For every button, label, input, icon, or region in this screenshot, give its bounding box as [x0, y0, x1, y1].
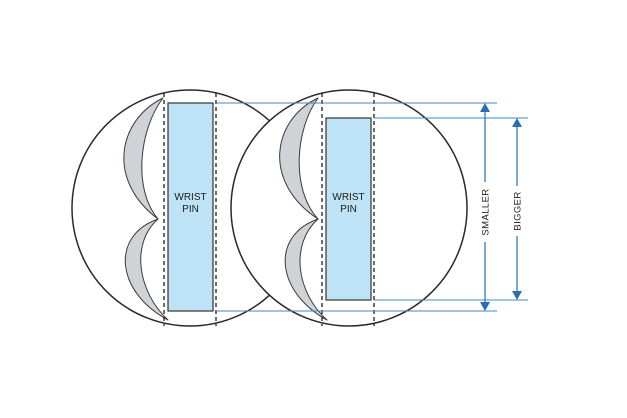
left-pin-label-line1: WRIST [174, 192, 206, 203]
right-piston-lower-crescent [284, 218, 328, 321]
reference-lines [216, 102, 528, 312]
right-pin-label-line1: WRIST [332, 192, 364, 203]
left-pin-label-line2: PIN [182, 204, 199, 215]
dimension-smaller-label: SMALLER [481, 188, 492, 235]
dimension-smaller: SMALLER [480, 103, 492, 311]
dimension-bigger-arrow-up-icon [512, 118, 522, 127]
right-wrist-pin [325, 117, 372, 301]
left-piston-lower-crescent [124, 218, 169, 321]
dimension-smaller-arrow-up-icon [480, 103, 490, 112]
left-wrist-pin [167, 102, 214, 312]
right-piston: WRIST PIN [230, 89, 468, 327]
dimension-bigger-arrow-down-icon [512, 291, 522, 300]
dimension-bigger: BIGGER [512, 118, 524, 300]
dimension-smaller-arrow-down-icon [480, 302, 490, 311]
dimension-bigger-label: BIGGER [513, 191, 524, 230]
right-pin-label-line2: PIN [340, 204, 357, 215]
